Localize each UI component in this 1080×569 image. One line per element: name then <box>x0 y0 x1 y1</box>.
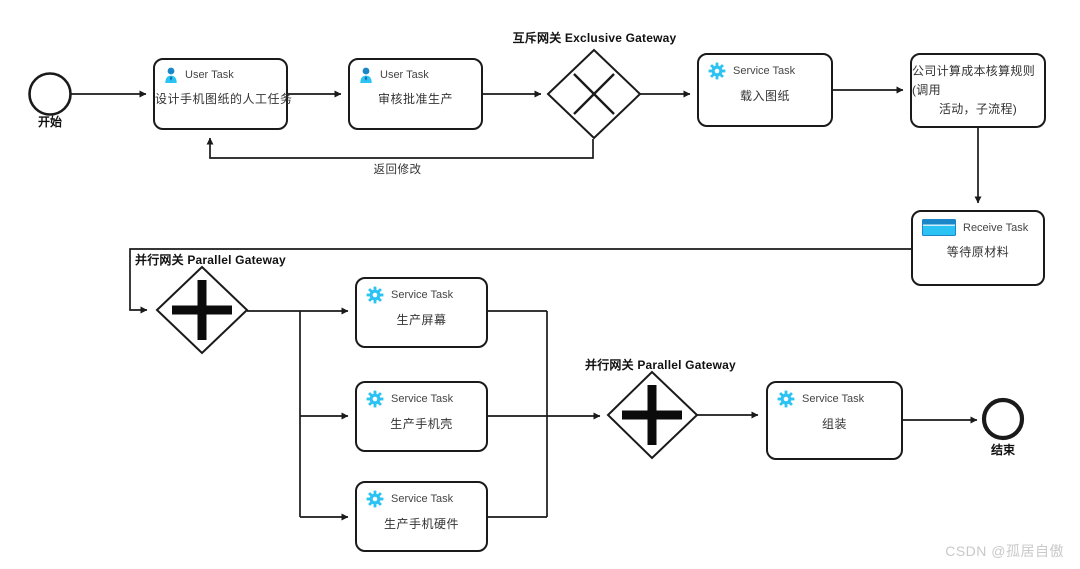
parallel-gateway-split-label: 并行网关 Parallel Gateway <box>135 253 286 267</box>
end-event-label: 结束 <box>990 443 1015 457</box>
task-type-label: Service Task <box>802 393 865 405</box>
exclusive-gateway-label: 互斥网关 Exclusive Gateway <box>512 31 677 45</box>
flow-receive-to-parallel-split <box>129 248 911 314</box>
end-event <box>981 397 1025 441</box>
user-task-review-approve: User Task 审核批准生产 <box>348 58 483 130</box>
csdn-watermark: CSDN @孤居自傲 <box>945 543 1064 559</box>
task-type-label: Receive Task <box>963 221 1029 234</box>
gear-icon <box>366 390 384 408</box>
user-icon <box>165 67 177 83</box>
call-activity-name-line2: 活动，子流程) <box>938 102 1018 117</box>
service-task-produce-hardware: Service Task 生产手机硬件 <box>355 481 488 552</box>
task-type-label: Service Task <box>391 289 454 301</box>
task-type-label: Service Task <box>733 65 796 77</box>
parallel-gateway-split <box>155 265 249 355</box>
task-name: 生产屏幕 <box>396 313 447 327</box>
task-name: 载入图纸 <box>739 89 790 103</box>
user-icon <box>360 67 372 83</box>
parallel-gateway-join <box>606 370 699 460</box>
task-name: 生产手机硬件 <box>383 517 459 531</box>
user-task-design-blueprint: User Task 设计手机图纸的人工任务 <box>153 58 293 130</box>
x-mark-icon <box>573 73 615 115</box>
gear-icon <box>366 490 384 508</box>
gear-icon <box>777 390 795 408</box>
service-task-produce-case: Service Task 生产手机壳 <box>355 381 488 452</box>
start-event <box>28 72 72 116</box>
task-type-label: Service Task <box>391 493 454 505</box>
task-name: 组装 <box>821 417 847 431</box>
task-type-label: Service Task <box>391 393 454 405</box>
call-activity-cost-rules: 公司计算成本核算规则(调用 活动，子流程) <box>910 53 1046 128</box>
start-event-label: 开始 <box>37 115 62 129</box>
service-task-assemble: Service Task 组装 <box>766 381 903 460</box>
envelope-icon <box>922 219 956 236</box>
parallel-gateway-join-label: 并行网关 Parallel Gateway <box>585 358 736 372</box>
call-activity-name-line1: 公司计算成本核算规则(调用 <box>912 63 1036 97</box>
task-name: 生产手机壳 <box>390 417 453 431</box>
flow-return-to-design <box>206 137 594 159</box>
plus-mark-icon <box>172 280 232 340</box>
task-type-label: User Task <box>185 69 234 81</box>
plus-mark-icon <box>622 385 682 445</box>
service-task-load-blueprint: Service Task 载入图纸 <box>697 53 833 127</box>
receive-task-wait-materials: Receive Task 等待原材料 <box>911 210 1045 286</box>
service-task-produce-screen: Service Task 生产屏幕 <box>355 277 488 348</box>
exclusive-gateway <box>546 48 642 140</box>
task-name: 设计手机图纸的人工任务 <box>155 92 293 106</box>
return-flow-label: 返回修改 <box>373 164 422 176</box>
gear-icon <box>366 286 384 304</box>
task-name: 审核批准生产 <box>377 92 453 106</box>
gear-icon <box>708 62 726 80</box>
task-name: 等待原材料 <box>946 245 1010 259</box>
task-type-label: User Task <box>380 69 429 81</box>
